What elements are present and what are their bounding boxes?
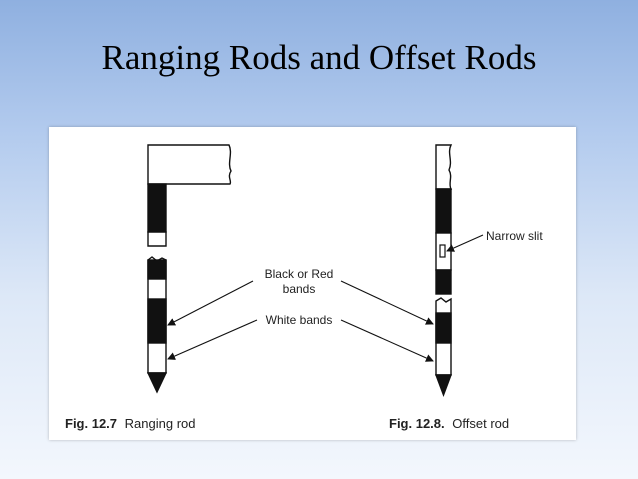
rods-diagram: Narrow slit Black or Red bands White ban… xyxy=(65,144,543,431)
white-bands-label: White bands xyxy=(266,313,333,327)
offset-rod-black-band xyxy=(435,269,452,295)
ranging-rod-caption-text: Ranging rod xyxy=(125,416,196,431)
ranging-rod-fig-number: Fig. 12.7 xyxy=(65,416,117,431)
ranging-rod-tip xyxy=(146,372,168,394)
black-red-bands-label-line1: Black or Red xyxy=(265,267,334,281)
white-bands-arrow-right xyxy=(340,319,434,362)
ranging-rod xyxy=(146,144,232,394)
offset-rod-black-band xyxy=(435,312,452,344)
offset-rod-caption: Fig. 12.8. Offset rod xyxy=(389,416,509,431)
ranging-rod-black-band xyxy=(147,259,167,280)
narrow-slit-label: Narrow slit xyxy=(486,229,543,243)
offset-rod-upper-body xyxy=(435,144,453,190)
ranging-rod-caption: Fig. 12.7 Ranging rod xyxy=(65,416,195,431)
ranging-rod-top-black-band xyxy=(147,183,167,233)
white-bands-arrow-left xyxy=(167,319,258,360)
offset-rod-black-band xyxy=(435,188,452,234)
offset-rod-tip xyxy=(434,374,453,397)
slide-title: Ranging Rods and Offset Rods xyxy=(101,38,537,77)
narrow-slit-leader xyxy=(446,234,484,252)
offset-rod-fig-number: Fig. 12.8. xyxy=(389,416,445,431)
bands-arrow-left xyxy=(167,280,254,326)
black-red-bands-label-line2: bands xyxy=(283,282,316,296)
figure-panel: Narrow slit Black or Red bands White ban… xyxy=(49,127,576,440)
offset-rod xyxy=(434,144,453,397)
ranging-rod-black-band xyxy=(147,298,167,344)
ranging-rod-flag xyxy=(147,144,232,185)
bands-arrow-right xyxy=(340,280,434,325)
offset-rod-caption-text: Offset rod xyxy=(452,416,509,431)
narrow-slit xyxy=(439,244,446,258)
ranging-rod-upper-break xyxy=(147,231,167,247)
